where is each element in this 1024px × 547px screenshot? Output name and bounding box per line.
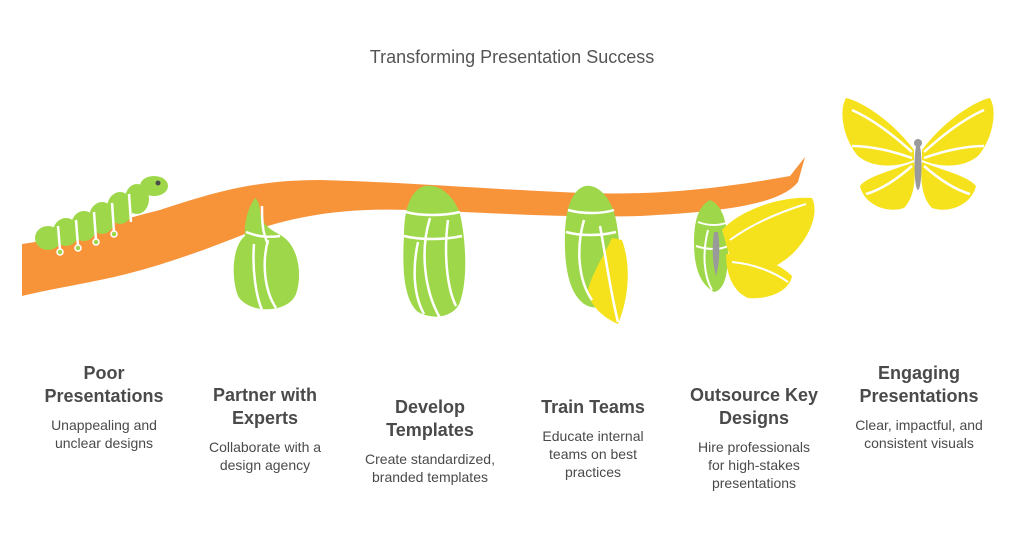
- stage-title: Develop Templates: [386, 397, 474, 440]
- chrysalis-icon: [403, 185, 466, 319]
- early-chrysalis-icon: [233, 198, 300, 311]
- opening-chrysalis-icon: [564, 185, 628, 324]
- emerging-butterfly-icon: [694, 197, 815, 299]
- stage-develop-templates: Develop Templates Create standardized, b…: [340, 396, 520, 486]
- stage-title: Outsource Key Designs: [689, 385, 819, 428]
- stage-description: Hire professionals for high-stakes prese…: [697, 439, 811, 491]
- stage-train-teams: Train Teams Educate internal teams on be…: [503, 396, 683, 481]
- stage-description: Clear, impactful, and consistent visuals: [855, 417, 983, 451]
- stage-title: Engaging Presentations: [859, 363, 979, 406]
- page-title: Transforming Presentation Success: [369, 47, 655, 67]
- stage-description: Create standardized, branded templates: [365, 451, 495, 485]
- stage-partner-with-experts: Partner with Experts Collaborate with a …: [175, 384, 355, 474]
- caterpillar-icon: [35, 176, 168, 256]
- stage-description: Educate internal teams on best practices: [542, 428, 644, 480]
- stage-description: Unappealing and unclear designs: [51, 417, 157, 451]
- butterfly-icon: [842, 98, 994, 210]
- stage-title: Poor Presentations: [44, 363, 164, 406]
- stage-poor-presentations: Poor Presentations Unappealing and uncle…: [14, 362, 194, 452]
- stage-engaging-presentations: Engaging Presentations Clear, impactful,…: [829, 362, 1009, 452]
- stage-description: Collaborate with a design agency: [208, 439, 322, 473]
- stage-title: Partner with Experts: [212, 385, 318, 428]
- branch: [22, 157, 805, 296]
- stage-title: Train Teams: [541, 397, 645, 417]
- stage-outsource-key-designs: Outsource Key Designs Hire professionals…: [664, 384, 844, 492]
